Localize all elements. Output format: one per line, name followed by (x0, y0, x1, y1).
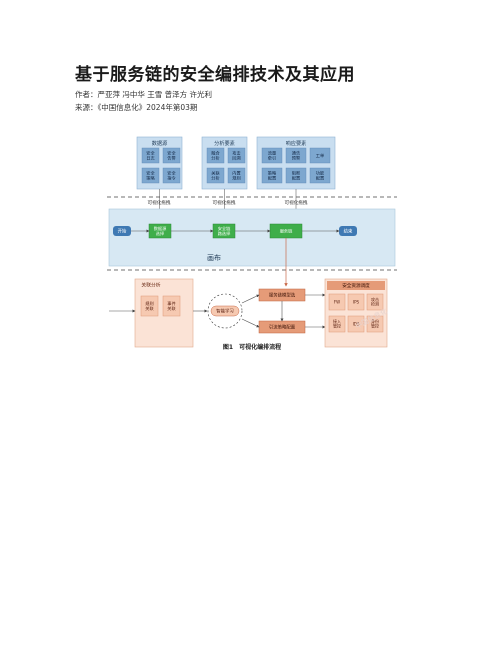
canvas-node-label: 安全链路选择 (218, 225, 231, 237)
resource-item-label: IDS (353, 321, 360, 326)
top-group-item (285, 147, 307, 164)
canvas-node-label: 数据源选择 (154, 225, 167, 237)
top-group-item-label: 安全日志 (146, 150, 155, 162)
correlation-title: 关联分析 (141, 282, 160, 289)
correlation-item (140, 295, 159, 317)
canvas-start-label: 开始 (118, 228, 127, 235)
ml-cycle (207, 293, 243, 329)
correlation-item (162, 295, 181, 317)
top-group-item (162, 167, 181, 184)
authors-line: 作者：严亚萍 冯中华 王雪 曾泽方 许光利 (75, 90, 213, 99)
resource-item (328, 315, 346, 333)
source-line: 来源：《中国信息化》2024年第03期 (75, 103, 198, 112)
resource-item (366, 293, 384, 311)
top-group-item-label: 融合分析 (211, 150, 220, 162)
top-group-item-label: 策略配置 (268, 170, 277, 182)
resource-item (328, 293, 346, 311)
top-group-item-label: 阻断配置 (292, 170, 301, 182)
policy-config-label: 引流策略配置 (269, 324, 296, 331)
top-group-item (261, 167, 283, 184)
resource-title: 安全资源调度 (342, 282, 370, 289)
top-group-item-label: 关联分析 (211, 170, 220, 182)
figure-caption: 图1 可视化编排流程 (222, 344, 282, 351)
ml-to-policy-arrow (241, 318, 260, 328)
top-group-item-label: 功能配置 (316, 170, 325, 182)
top-group-item (261, 147, 283, 164)
resource-item-label: 接入管控 (333, 318, 341, 328)
top-group-item-label: 安全告警 (167, 150, 176, 162)
canvas-start-node (113, 226, 131, 236)
ml-node (210, 305, 240, 317)
service-chain-model-label: 服务链模型选 (269, 292, 296, 299)
ml-to-model-arrow (241, 294, 260, 304)
top-group-title: 分析要素 (214, 139, 235, 147)
canvas-label: 画布 (207, 253, 221, 262)
orchestration-figure: 数据源安全日志 安全告警安全策略 安全指令 分析要素融合分析 攻击回溯关联分析 内置规则 响… (107, 131, 397, 357)
resource-item (347, 315, 365, 333)
top-group-item (162, 147, 181, 164)
resource-item (366, 315, 384, 333)
resource-item-label: 身份管控 (371, 318, 379, 328)
top-group-item (309, 147, 331, 164)
top-group-item-label: 流量牵引 (268, 150, 276, 162)
top-group-item-label: 安全指令 (167, 170, 176, 182)
top-group-item (206, 167, 225, 184)
resource-item-label: FW (334, 299, 340, 304)
top-group-item (227, 167, 246, 184)
drag-label: 可视化拖拽 (148, 199, 171, 206)
resource-item (347, 293, 365, 311)
top-group-item (227, 147, 246, 164)
top-group-item-label: 工单 (316, 152, 324, 159)
drag-label: 可视化拖拽 (213, 199, 236, 206)
page-title: 基于服务链的安全编排技术及其应用 (75, 65, 355, 85)
canvas-end-label: 结束 (344, 228, 353, 235)
canvas-node-label: 服务链 (280, 227, 293, 234)
ml-label: 智能学习 (216, 308, 234, 315)
top-group-item-label: 内置规则 (232, 170, 240, 182)
resource-title-bar (327, 281, 385, 290)
top-group-item-label: 攻击回溯 (232, 150, 240, 162)
correlation-item-label: 事件关联 (167, 300, 176, 312)
top-group-item (309, 167, 331, 184)
top-group-item (141, 167, 160, 184)
correlation-item-label: 规则关联 (145, 300, 154, 312)
top-group-item (141, 147, 160, 164)
drag-label: 可视化拖拽 (285, 199, 308, 206)
top-group-title: 响应要素 (286, 139, 307, 147)
top-group-item (206, 147, 225, 164)
top-group-item (285, 167, 307, 184)
resource-item-label: 攻击检测 (371, 296, 379, 306)
top-group-item-label: 通告预警 (292, 150, 301, 162)
resource-item-label: IPS (353, 299, 360, 304)
canvas-end-node (339, 226, 357, 236)
resource-panel (324, 278, 388, 348)
top-group-item-label: 安全策略 (146, 170, 155, 182)
top-group-title: 数据源 (152, 139, 168, 147)
